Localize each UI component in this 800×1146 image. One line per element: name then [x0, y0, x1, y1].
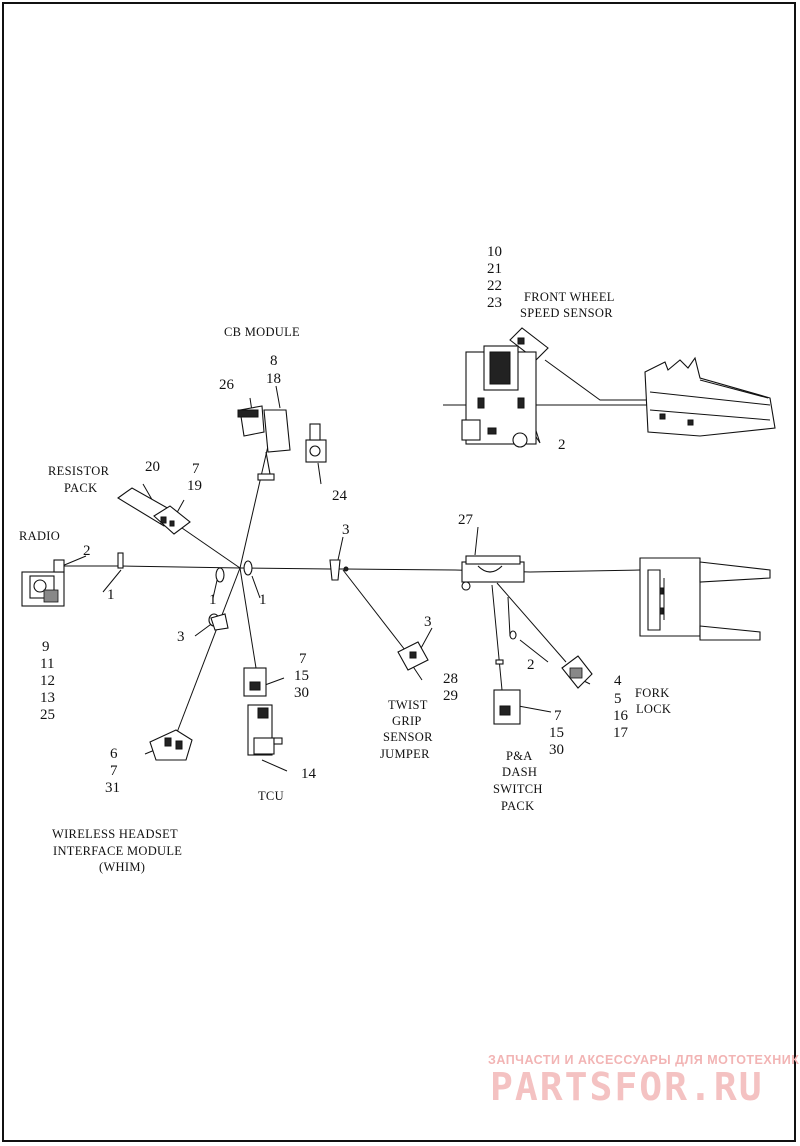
callout-15-tcu: 15 — [294, 668, 309, 684]
fork-bracket — [461, 555, 525, 591]
callout-6: 6 — [110, 746, 118, 762]
label-front-wheel-2: SPEED SENSOR — [520, 306, 613, 320]
callout-4: 4 — [614, 673, 622, 689]
tcu-module — [247, 704, 283, 756]
callout-2-front: 2 — [558, 437, 566, 453]
watermark-tagline: ЗАПЧАСТИ И АКСЕССУАРЫ ДЛЯ МОТОТЕХНИКИ — [488, 1053, 800, 1067]
label-pa-1: P&A — [506, 749, 533, 763]
resistor-branch-wire — [181, 527, 241, 569]
callout-30-pa: 30 — [549, 742, 564, 758]
callout-7-whim: 7 — [110, 763, 118, 779]
main-trunk-wire — [60, 565, 641, 573]
label-resistor-pack-2: PACK — [64, 481, 97, 495]
callout-17: 17 — [613, 725, 629, 741]
callout-1-mid-a: 1 — [209, 592, 217, 608]
callout-12: 12 — [40, 673, 55, 689]
twist-grip-connector — [397, 641, 429, 671]
label-whim-2: INTERFACE MODULE — [53, 844, 182, 858]
callout-10: 10 — [487, 244, 502, 260]
label-radio: RADIO — [19, 529, 60, 543]
whim-connector — [149, 729, 193, 761]
component-labels: RADIO RESISTOR PACK CB MODULE FRONT WHEE… — [19, 290, 671, 874]
callout-9: 9 — [42, 639, 50, 655]
tcu-branch-wire — [239, 567, 257, 669]
callout-2-radio: 2 — [83, 543, 91, 559]
callout-numbers: 10 21 22 23 8 18 26 24 20 7 19 2 9 11 12… — [40, 244, 629, 796]
callout-30-tcu: 30 — [294, 685, 309, 701]
callout-22: 22 — [487, 278, 502, 294]
callout-16: 16 — [613, 708, 629, 724]
callout-24: 24 — [332, 488, 348, 504]
callout-28: 28 — [443, 671, 458, 687]
callout-29: 29 — [443, 688, 458, 704]
callout-1-mid-b: 1 — [259, 592, 267, 608]
resistor-pack — [117, 487, 191, 535]
whim-branch-wire — [175, 567, 241, 736]
callout-20: 20 — [145, 459, 160, 475]
callout-14: 14 — [301, 766, 317, 782]
callout-11: 11 — [40, 656, 54, 672]
cb-module-connector — [237, 405, 291, 481]
pa-branch-wire — [491, 584, 503, 691]
callout-1-left: 1 — [107, 587, 115, 603]
callout-7-pa: 7 — [554, 708, 562, 724]
twist-branch-wire — [342, 569, 406, 651]
label-pa-2: DASH — [502, 765, 537, 779]
label-twist-1: TWIST — [388, 698, 428, 712]
label-whim-1: WIRELESS HEADSET — [52, 827, 178, 841]
front-fork-clamp — [461, 345, 537, 448]
label-pa-4: PACK — [501, 799, 534, 813]
callout-3-center: 3 — [342, 522, 350, 538]
cable-ties — [117, 552, 517, 665]
upper-fork-assembly — [644, 356, 776, 437]
lower-fork-assembly — [639, 557, 771, 641]
label-tcu: TCU — [258, 789, 284, 803]
callout-26: 26 — [219, 377, 235, 393]
callout-13: 13 — [40, 690, 55, 706]
watermark: ЗАПЧАСТИ И АКСЕССУАРЫ ДЛЯ МОТОТЕХНИКИ PA… — [488, 1053, 800, 1109]
label-cb-module: CB MODULE — [224, 325, 300, 339]
callout-7-resistor: 7 — [192, 461, 200, 477]
callout-2-fork: 2 — [527, 657, 535, 673]
tcu-connector-a — [243, 667, 267, 697]
label-front-wheel-1: FRONT WHEEL — [524, 290, 615, 304]
label-fork-lock-2: LOCK — [636, 702, 671, 716]
label-fork-lock-1: FORK — [635, 686, 670, 700]
label-twist-3: SENSOR — [383, 730, 433, 744]
callout-31: 31 — [105, 780, 120, 796]
label-twist-2: GRIP — [392, 714, 422, 728]
callout-7-tcu: 7 — [299, 651, 307, 667]
callout-25: 25 — [40, 707, 55, 723]
callout-15-pa: 15 — [549, 725, 564, 741]
callout-27: 27 — [458, 512, 474, 528]
speed-sensor-wire — [544, 359, 650, 401]
callout-19: 19 — [187, 478, 202, 494]
label-pa-3: SWITCH — [493, 782, 543, 796]
watermark-logo: PARTSFOR.RU — [490, 1065, 764, 1109]
callout-18: 18 — [266, 371, 281, 387]
callout-8: 8 — [270, 353, 278, 369]
label-resistor-pack-1: RESISTOR — [48, 464, 110, 478]
label-twist-4: JUMPER — [380, 747, 430, 761]
center-clip — [329, 559, 349, 581]
callout-3-lower-left: 3 — [177, 629, 185, 645]
radio-connector — [21, 559, 65, 607]
callout-3-twist: 3 — [424, 614, 432, 630]
label-whim-3: (WHIM) — [99, 860, 145, 874]
pa-dash-connector — [493, 689, 521, 725]
callout-5: 5 — [614, 691, 622, 707]
cb-branch-wire — [239, 445, 269, 569]
callout-23: 23 — [487, 295, 502, 311]
callout-21: 21 — [487, 261, 502, 277]
fork-branch-wire — [496, 582, 567, 663]
cb-bracket — [305, 423, 327, 463]
fork-lock-connector — [561, 655, 593, 689]
